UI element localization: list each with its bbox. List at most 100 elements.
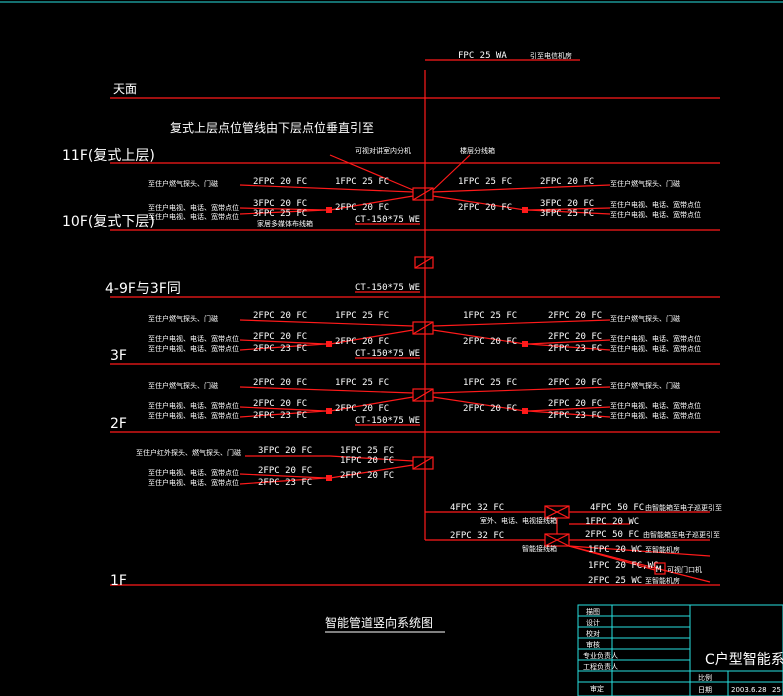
- floor-10f: 10F(复式下层): [62, 213, 155, 230]
- floor-lines: [110, 97, 720, 586]
- svg-text:至住户电视、电话、宽带点位: 至住户电视、电话、宽带点位: [148, 411, 239, 420]
- floor-11f: 11F(复式上层): [62, 147, 155, 164]
- svg-text:3FPC 20 FC: 3FPC 20 FC: [258, 446, 312, 456]
- smart-box-group: 4FPC 32 FC 2FPC 32 FC 室外、电话、电视接线箱 智能接线箱 …: [424, 503, 722, 586]
- svg-text:至住户燃气探头、门磁: 至住户燃气探头、门磁: [148, 381, 218, 390]
- svg-text:智能接线箱: 智能接线箱: [522, 544, 557, 553]
- svg-text:3FPC 25 FC: 3FPC 25 FC: [253, 209, 307, 219]
- svg-text:2FPC 20 FC: 2FPC 20 FC: [335, 404, 389, 414]
- svg-text:至住户电视、电话、宽带点位: 至住户电视、电话、宽带点位: [610, 344, 701, 353]
- svg-text:2FPC 20 FC: 2FPC 20 FC: [253, 378, 307, 388]
- svg-text:2FPC 20 FC: 2FPC 20 FC: [335, 203, 389, 213]
- floor-2f: 2F: [110, 416, 127, 432]
- svg-text:至住户燃气探头、门磁: 至住户燃气探头、门磁: [610, 381, 680, 390]
- svg-text:至住户燃气探头、门磁: 至住户燃气探头、门磁: [148, 314, 218, 323]
- svg-text:2FPC 32 FC: 2FPC 32 FC: [450, 531, 504, 541]
- svg-text:3FPC 20 FC: 3FPC 20 FC: [540, 199, 594, 209]
- svg-text:至住户电视、电话、宽带点位: 至住户电视、电话、宽带点位: [610, 210, 701, 219]
- svg-text:2FPC 20 FC: 2FPC 20 FC: [253, 311, 307, 321]
- svg-text:比例: 比例: [698, 673, 712, 682]
- svg-text:4FPC 50 FC: 4FPC 50 FC: [590, 503, 644, 513]
- drawing-title: 智能管道竖向系统图: [325, 615, 433, 630]
- svg-text:至住户电视、电话、宽带点位: 至住户电视、电话、宽带点位: [148, 478, 239, 487]
- svg-text:1FPC 25 FC: 1FPC 25 FC: [335, 177, 389, 187]
- svg-text:2FPC 23 FC: 2FPC 23 FC: [258, 478, 312, 488]
- svg-text:1FPC 25 FC: 1FPC 25 FC: [458, 177, 512, 187]
- svg-text:1FPC 20 FC,WC: 1FPC 20 FC,WC: [588, 561, 658, 571]
- block-10f: 可视对讲室内分机 楼层分线箱 家居多媒体布线箱 至住户燃气探头、门磁 至住户电视…: [148, 146, 701, 228]
- svg-text:2FPC 23 FC: 2FPC 23 FC: [253, 411, 307, 421]
- svg-text:1FPC 25 FC: 1FPC 25 FC: [463, 378, 517, 388]
- junction-box: [412, 187, 434, 201]
- svg-text:至住户燃气探头、门磁: 至住户燃气探头、门磁: [148, 179, 218, 188]
- svg-text:1FPC 25 FC: 1FPC 25 FC: [463, 311, 517, 321]
- floor-4-9f: 4-9F与3F同: [105, 281, 181, 297]
- svg-text:2FPC 20 FC: 2FPC 20 FC: [548, 311, 602, 321]
- svg-text:至住户电视、电话、宽带点位: 至住户电视、电话、宽带点位: [148, 212, 239, 221]
- svg-text:2FPC 20 FC: 2FPC 20 FC: [335, 337, 389, 347]
- block-2f: 至住户燃气探头、门磁 至住户电视、电话、宽带点位 至住户电视、电话、宽带点位 2…: [148, 378, 701, 426]
- svg-text:审核: 审核: [586, 640, 600, 649]
- block-1f: 至住户红外探头、燃气探头、门磁 至住户电视、电话、宽带点位 至住户电视、电话、宽…: [136, 446, 434, 488]
- svg-text:至住户电视、电话、宽带点位: 至住户电视、电话、宽带点位: [148, 203, 239, 212]
- svg-text:1FPC 25 FC: 1FPC 25 FC: [340, 446, 394, 456]
- svg-text:1FPC 25 FC: 1FPC 25 FC: [335, 378, 389, 388]
- svg-text:日期: 日期: [698, 686, 712, 694]
- top-label: FPC 25 WA: [458, 51, 507, 61]
- svg-text:2FPC 20 FC: 2FPC 20 FC: [253, 177, 307, 187]
- svg-text:2FPC 20 FC: 2FPC 20 FC: [548, 378, 602, 388]
- svg-text:2FPC 20 FC: 2FPC 20 FC: [253, 399, 307, 409]
- svg-text:至住户电视、电话、宽带点位: 至住户电视、电话、宽带点位: [148, 401, 239, 410]
- svg-text:至住户电视、电话、宽带点位: 至住户电视、电话、宽带点位: [148, 334, 239, 343]
- svg-text:3FPC 20 FC: 3FPC 20 FC: [253, 199, 307, 209]
- svg-text:至住户电视、电话、宽带点位: 至住户电视、电话、宽带点位: [148, 468, 239, 477]
- svg-text:2FPC 23 FC: 2FPC 23 FC: [548, 411, 602, 421]
- door-unit-box: [654, 562, 666, 575]
- svg-text:2FPC 23 FC: 2FPC 23 FC: [253, 344, 307, 354]
- duplex-note: 复式上层点位管线由下层点位垂直引至: [170, 120, 374, 135]
- svg-text:描图: 描图: [586, 607, 600, 616]
- svg-text:室外、电话、电视接线箱: 室外、电话、电视接线箱: [480, 516, 557, 525]
- svg-text:CT-150*75 WE: CT-150*75 WE: [355, 283, 420, 293]
- svg-text:CT-150*75 WE: CT-150*75 WE: [355, 215, 420, 225]
- svg-text:至住户电视、电话、宽带点位: 至住户电视、电话、宽带点位: [610, 200, 701, 209]
- svg-text:由智能箱至电子巡更引至: 由智能箱至电子巡更引至: [643, 530, 720, 539]
- svg-text:校对: 校对: [586, 629, 600, 638]
- svg-text:2FPC 20 FC: 2FPC 20 FC: [458, 203, 512, 213]
- svg-text:2FPC 20 FC: 2FPC 20 FC: [548, 332, 602, 342]
- mid-box: [414, 256, 434, 269]
- multimedia-label: 家居多媒体布线箱: [257, 219, 313, 228]
- floor-3f: 3F: [110, 348, 127, 364]
- svg-text:2FPC 20 FC: 2FPC 20 FC: [258, 466, 312, 476]
- svg-text:CT-150*75 WE: CT-150*75 WE: [355, 416, 420, 426]
- svg-text:至住户燃气探头、门磁: 至住户燃气探头、门磁: [610, 179, 680, 188]
- block-3f: 至住户燃气探头、门磁 至住户电视、电话、宽带点位 至住户电视、电话、宽带点位 2…: [148, 311, 701, 359]
- svg-text:1FPC 20 FC: 1FPC 20 FC: [340, 456, 394, 466]
- svg-text:1FPC 20 WC: 1FPC 20 WC: [588, 545, 642, 555]
- svg-text:审定: 审定: [590, 684, 604, 693]
- svg-text:2FPC 20 FC: 2FPC 20 FC: [548, 399, 602, 409]
- svg-text:2FPC 20 FC: 2FPC 20 FC: [463, 404, 517, 414]
- svg-text:CT-150*75 WE: CT-150*75 WE: [355, 349, 420, 359]
- svg-text:至住户电视、电话、宽带点位: 至住户电视、电话、宽带点位: [610, 334, 701, 343]
- svg-text:至住户燃气探头、门磁: 至住户燃气探头、门磁: [610, 314, 680, 323]
- top-note: 引至电信机房: [530, 51, 572, 60]
- svg-text:至住户电视、电话、宽带点位: 至住户电视、电话、宽带点位: [610, 411, 701, 420]
- floor-box-label: 楼层分线箱: [460, 146, 495, 155]
- svg-text:2FPC 20 FC: 2FPC 20 FC: [253, 332, 307, 342]
- svg-text:工程负责人: 工程负责人: [583, 662, 618, 671]
- svg-text:3FPC 25 FC: 3FPC 25 FC: [540, 209, 594, 219]
- svg-text:由智能箱至电子巡更引至: 由智能箱至电子巡更引至: [645, 503, 722, 512]
- svg-text:至智能机房: 至智能机房: [645, 545, 680, 554]
- svg-text:2FPC 25 WC: 2FPC 25 WC: [588, 576, 642, 586]
- svg-text:至住户电视、电话、宽带点位: 至住户电视、电话、宽带点位: [148, 344, 239, 353]
- title-block: 描图 设计 校对 审核 专业负责人 工程负责人 审定 C户型智能系 比例 日期 …: [577, 604, 783, 696]
- svg-text:2FPC 50 FC: 2FPC 50 FC: [585, 530, 639, 540]
- intercom-label: 可视对讲室内分机: [355, 146, 411, 155]
- svg-text:2FPC 20 FC: 2FPC 20 FC: [463, 337, 517, 347]
- svg-text:1FPC 25 FC: 1FPC 25 FC: [335, 311, 389, 321]
- svg-text:2003.6.28: 2003.6.28: [731, 686, 767, 694]
- svg-text:2FPC 20 FC: 2FPC 20 FC: [340, 471, 394, 481]
